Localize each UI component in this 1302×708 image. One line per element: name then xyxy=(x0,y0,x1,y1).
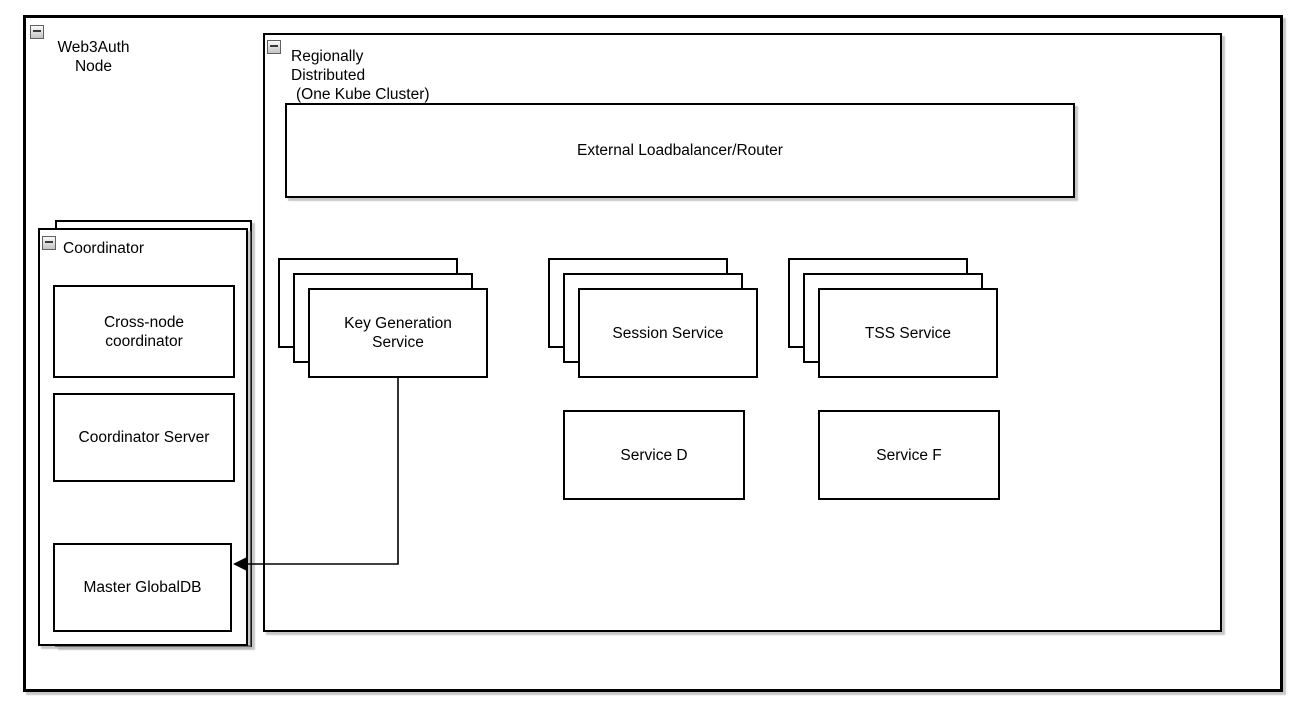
session-service-label: Session Service xyxy=(612,324,724,342)
external-loadbalancer-label: External Loadbalancer/Router xyxy=(577,142,783,159)
cross-node-coordinator-box: Cross-node coordinator xyxy=(53,285,235,378)
service-f-box: Service F xyxy=(818,410,1000,500)
service-d-label: Service D xyxy=(620,446,688,464)
coordinator-container: Coordinator Cross-node coordinator Coord… xyxy=(38,228,248,646)
coordinator-server-label: Coordinator Server xyxy=(78,429,210,446)
service-f-label: Service F xyxy=(876,446,942,464)
master-globaldb-label: Master GlobalDB xyxy=(83,579,202,596)
session-service-stack: Session Service xyxy=(548,258,758,378)
regionally-distributed-label: Regionally Distributed (One Kube Cluster… xyxy=(291,47,441,104)
master-globaldb-box: Master GlobalDB xyxy=(53,543,232,632)
cross-node-label-line2: coordinator xyxy=(105,332,183,350)
key-generation-service-stack: Key Generation Service xyxy=(278,258,488,378)
region-label-line1: Regionally Distributed xyxy=(291,48,366,84)
key-generation-service-box: Key Generation Service xyxy=(308,288,488,378)
service-d-box: Service D xyxy=(563,410,745,500)
region-label-line2: (One Kube Cluster) xyxy=(296,86,430,103)
coordinator-label: Coordinator xyxy=(63,240,144,257)
key-generation-label-line2: Service xyxy=(372,334,424,351)
web3auth-node-label-line2: Node xyxy=(74,58,113,75)
tss-service-label: TSS Service xyxy=(864,324,952,342)
external-loadbalancer-box: External Loadbalancer/Router xyxy=(285,103,1075,198)
tss-service-box: TSS Service xyxy=(818,288,998,378)
web3auth-node-label: Web3Auth Node xyxy=(36,38,151,76)
web3auth-node-label-line1: Web3Auth xyxy=(57,39,130,56)
cross-node-label-line1: Cross-node xyxy=(103,313,185,331)
session-service-box: Session Service xyxy=(578,288,758,378)
coordinator-server-box: Coordinator Server xyxy=(53,393,235,482)
tss-service-stack: TSS Service xyxy=(788,258,998,378)
key-generation-label-line1: Key Generation xyxy=(344,315,452,332)
collapse-minus-icon[interactable] xyxy=(42,236,56,250)
collapse-minus-icon[interactable] xyxy=(30,25,44,39)
collapse-minus-icon[interactable] xyxy=(267,40,281,54)
